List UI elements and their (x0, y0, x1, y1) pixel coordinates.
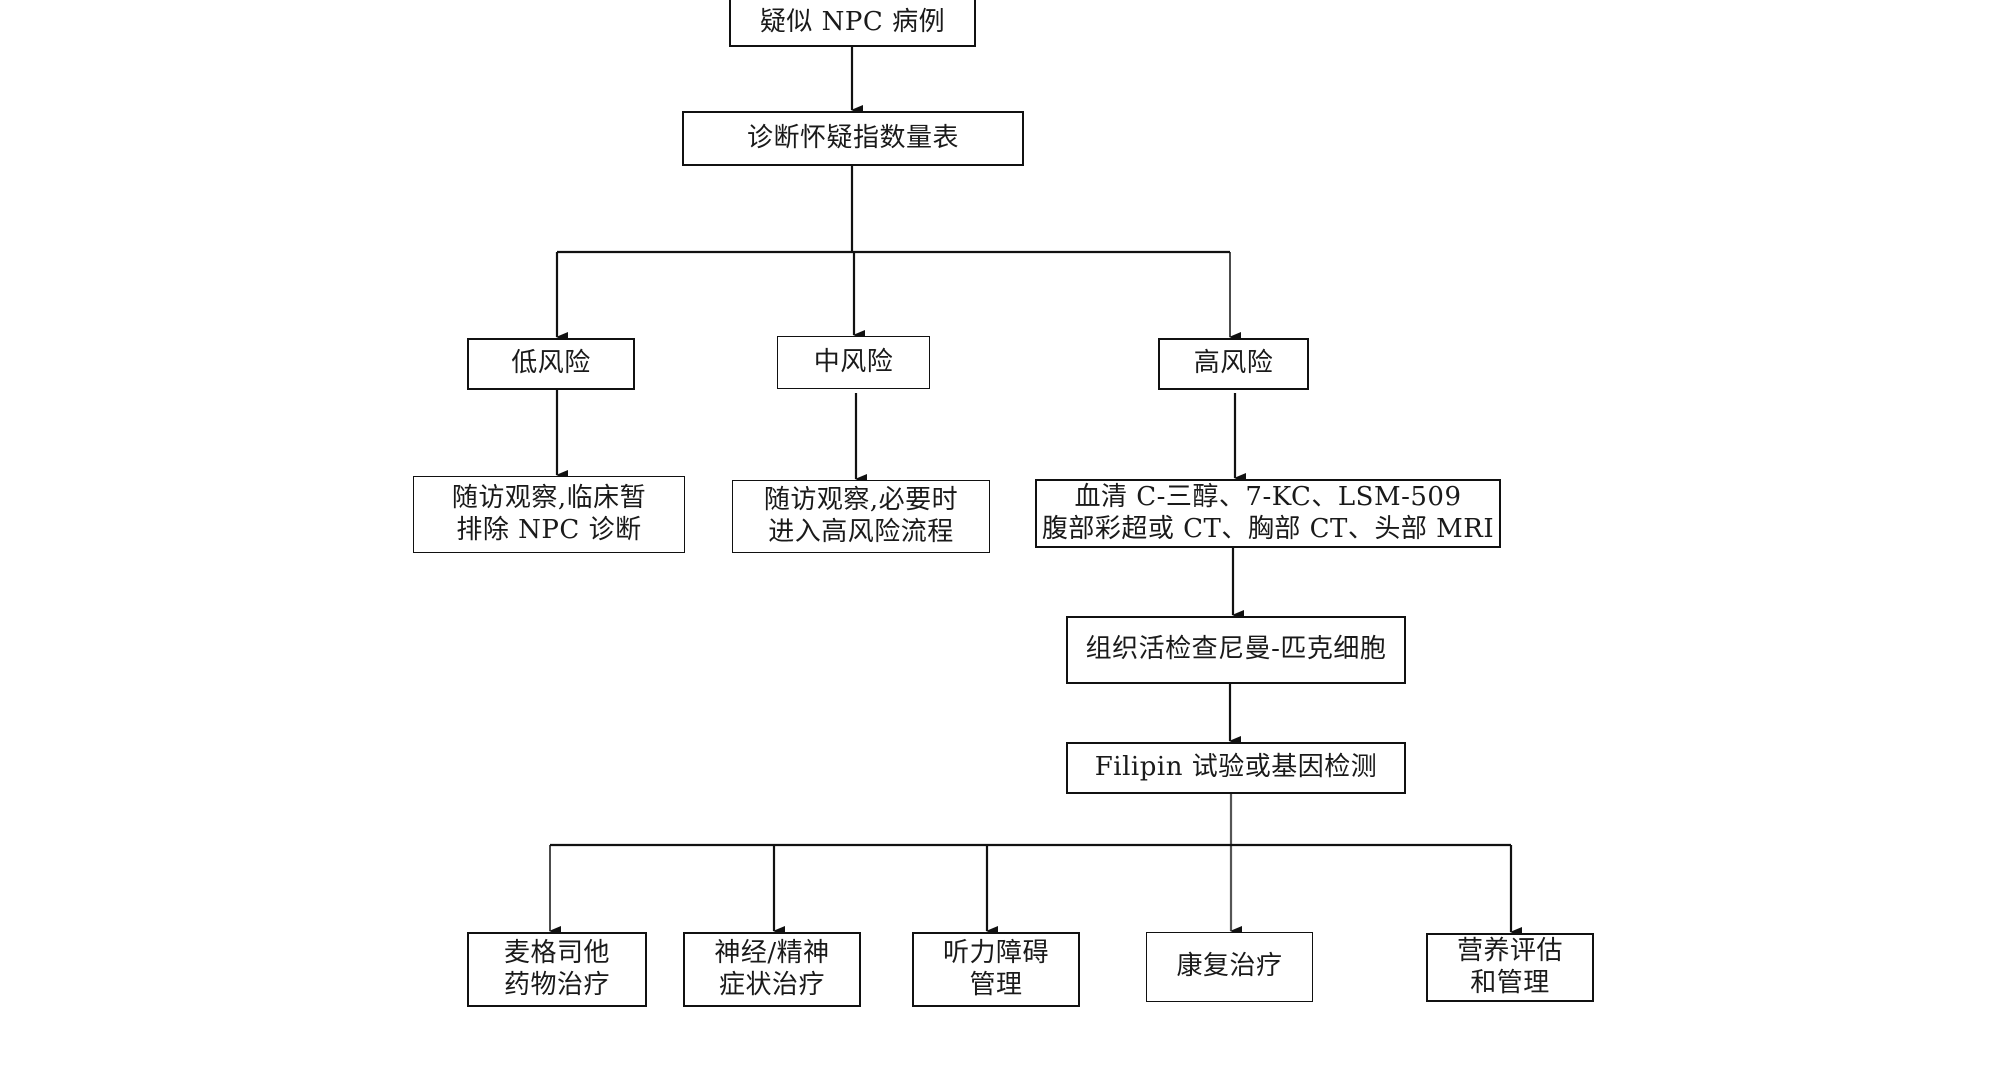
node-label: 中风险 (813, 346, 894, 377)
node-label-line-2: 进入高风险流程 (768, 516, 954, 547)
node-label: 低风险 (511, 348, 591, 379)
node-label: 诊断怀疑指数量表 (746, 122, 959, 153)
node-label: 疑似 NPC 病例 (759, 6, 946, 37)
node-high-risk: 高风险 (1158, 338, 1309, 390)
node-miglustat-therapy: 麦格司他 药物治疗 (467, 932, 647, 1007)
node-label-line-2: 腹部彩超或 CT、胸部 CT、头部 MRI (1041, 513, 1495, 544)
node-nutrition-management: 营养评估 和管理 (1426, 933, 1594, 1002)
node-label-line-1: 随访观察,临床暂 (451, 482, 647, 513)
node-low-risk-action: 随访观察,临床暂 排除 NPC 诊断 (413, 476, 685, 553)
node-biopsy: 组织活检查尼曼-匹克细胞 (1066, 616, 1406, 684)
node-label-line-1: 神经/精神 (714, 937, 830, 968)
node-label-line-1: 血清 C-三醇、7-KC、LSM-509 (1074, 481, 1462, 512)
node-mid-risk-action: 随访观察,必要时 进入高风险流程 (732, 480, 990, 553)
node-suspected-npc: 疑似 NPC 病例 (729, 0, 976, 47)
node-hearing-management: 听力障碍 管理 (912, 932, 1080, 1007)
node-label: 组织活检查尼曼-匹克细胞 (1085, 634, 1387, 665)
node-label-line-1: 麦格司他 (503, 937, 610, 968)
node-label-line-2: 药物治疗 (503, 969, 610, 1000)
node-label-line-2: 症状治疗 (718, 969, 825, 1000)
node-mid-risk: 中风险 (777, 336, 930, 389)
node-label: Filipin 试验或基因检测 (1094, 752, 1378, 783)
node-label-line-1: 营养评估 (1456, 935, 1563, 966)
node-label-line-2: 管理 (969, 969, 1023, 1000)
node-label: 高风险 (1193, 348, 1274, 379)
node-rehabilitation: 康复治疗 (1146, 932, 1313, 1002)
node-high-risk-tests: 血清 C-三醇、7-KC、LSM-509 腹部彩超或 CT、胸部 CT、头部 M… (1035, 479, 1501, 548)
node-diagnostic-index-scale: 诊断怀疑指数量表 (682, 111, 1024, 166)
node-label: 康复治疗 (1176, 951, 1283, 982)
node-neuro-psychiatric-treatment: 神经/精神 症状治疗 (683, 932, 861, 1007)
node-low-risk: 低风险 (467, 338, 635, 390)
node-label-line-1: 随访观察,必要时 (763, 484, 959, 515)
node-label-line-1: 听力障碍 (942, 937, 1049, 968)
node-label-line-2: 和管理 (1470, 967, 1550, 998)
node-filipin-or-gene-test: Filipin 试验或基因检测 (1066, 742, 1406, 794)
node-label-line-2: 排除 NPC 诊断 (456, 514, 642, 545)
